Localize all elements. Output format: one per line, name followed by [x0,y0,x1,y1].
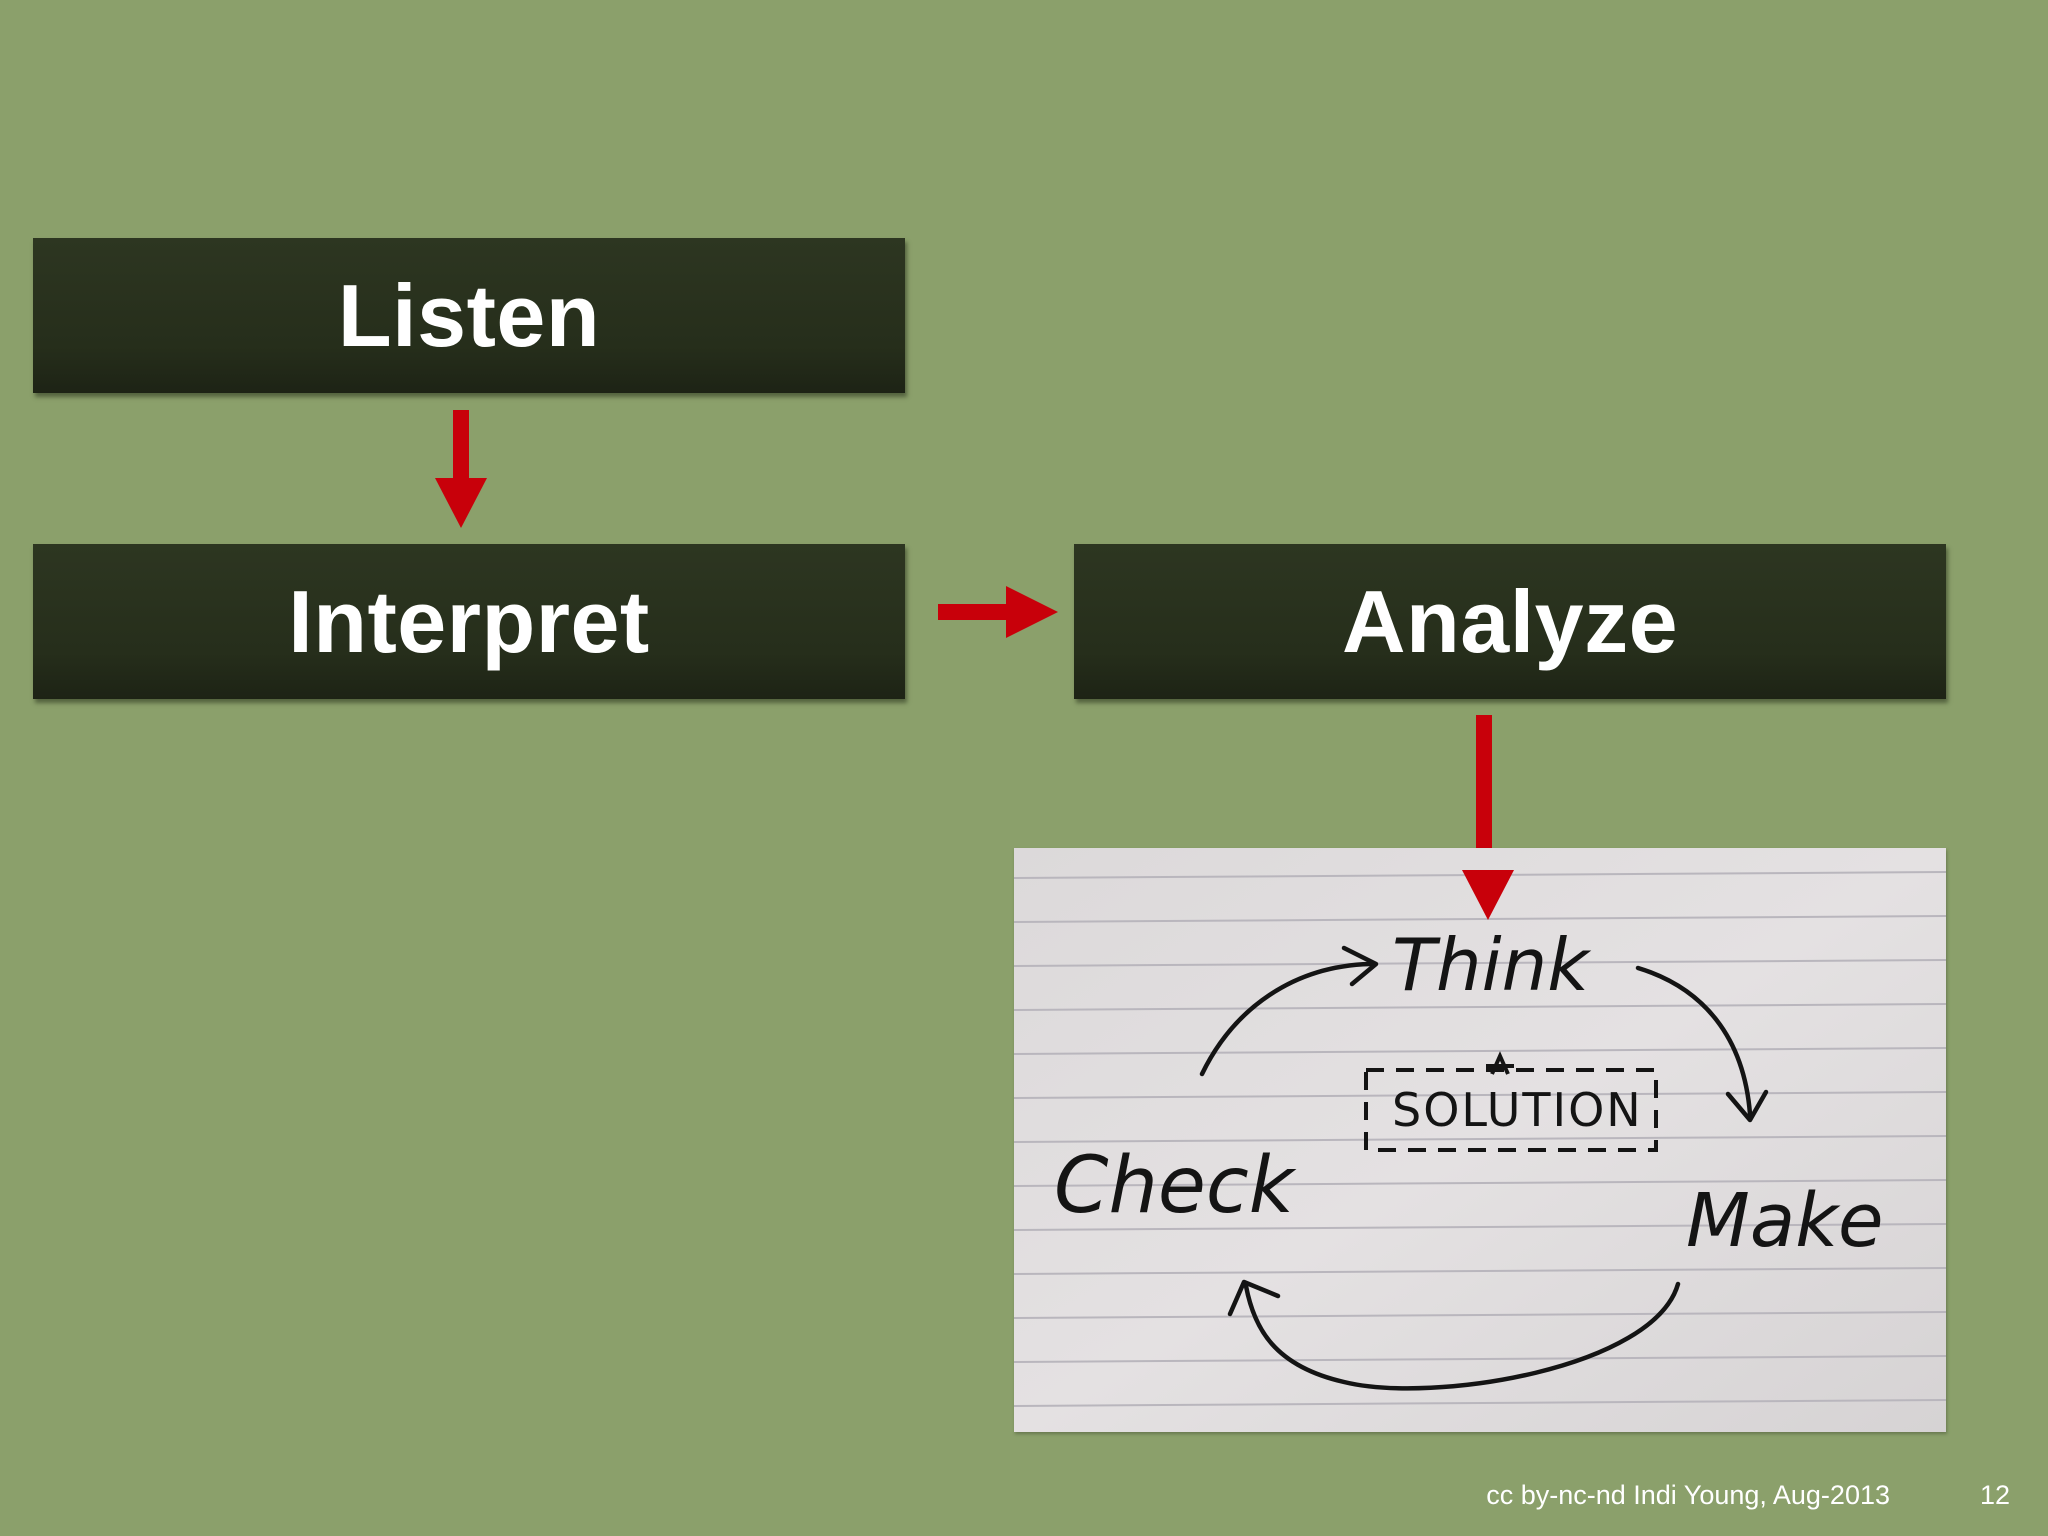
sketch-solution-label: SOLUTION [1392,1083,1643,1137]
listen-step-box: Listen [33,238,905,393]
sketch-make-label: Make [1686,1178,1884,1264]
ruled-lines [1014,871,1946,1407]
arrowhead-think-icon [1341,945,1379,987]
notebook-sketch-photo: Think Make Check SOLUTION [1014,848,1946,1432]
interpret-step-box: Interpret [33,544,905,699]
arrow-think-to-make [1635,965,1753,1117]
arrow-check-to-think [1199,961,1373,1077]
star-mark-icon [1486,1051,1514,1075]
footer-credit: cc by-nc-nd Indi Young, Aug-2013 [1486,1480,1890,1510]
arrow-make-to-check [1243,1281,1681,1391]
arrow-analyze-to-sketch [1476,715,1492,870]
arrowhead-check-icon [1227,1279,1281,1317]
page-number: 12 [1979,1480,2010,1510]
arrow-listen-to-interpret [435,410,487,528]
sketch-think-label: Think [1392,923,1592,1007]
analyze-step-label: Analyze [1341,571,1679,671]
arrow-analyze-head [1462,870,1514,920]
solution-dashed-box [1364,1068,1658,1152]
analyze-step-box: Analyze [1074,544,1946,699]
arrow-interpret-to-analyze [938,586,1058,638]
interpret-step-label: Interpret [288,571,650,671]
sketch-check-label: Check [1054,1141,1297,1231]
listen-step-label: Listen [337,265,601,365]
arrowhead-make-icon [1725,1089,1769,1123]
cycle-arrows [1199,945,1769,1391]
